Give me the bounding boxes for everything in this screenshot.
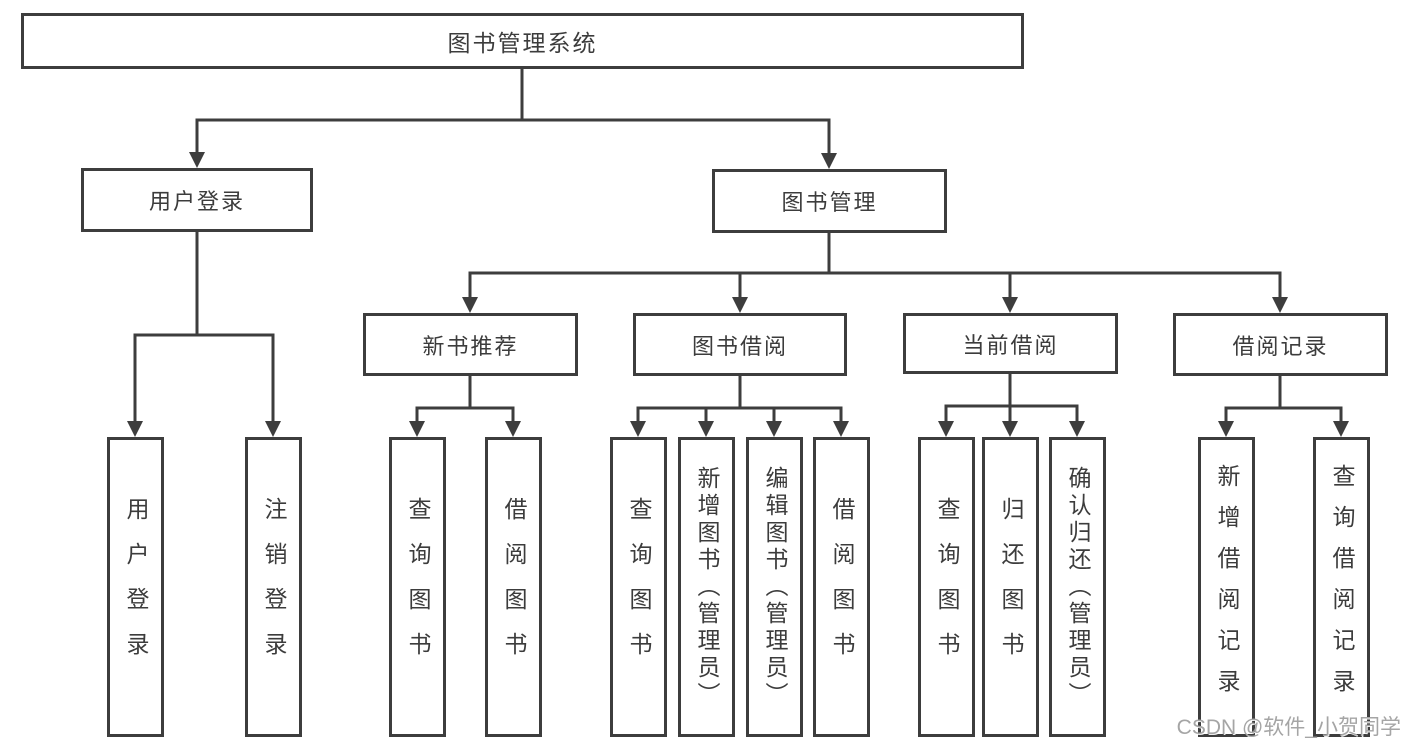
node-label: 借阅图书 — [829, 497, 855, 677]
leaf-borrow-books: 借阅图书 — [813, 437, 870, 737]
node-label: 图书管理系统 — [447, 30, 598, 56]
node-label: 查询图书 — [626, 497, 652, 677]
leaf-user-login: 用户登录 — [107, 437, 164, 737]
node-label: 图书借阅 — [691, 333, 788, 359]
leaf-query-books-recommend: 查询图书 — [389, 437, 446, 737]
node-label: 借阅图书 — [501, 497, 527, 677]
node-label: 编辑图书（管理员） — [762, 465, 788, 709]
node-user-login: 用户登录 — [81, 168, 313, 232]
leaf-add-books-admin: 新增图书（管理员） — [678, 437, 735, 737]
node-label: 新增图书（管理员） — [694, 465, 720, 709]
leaf-query-borrow-record: 查询借阅记录 — [1313, 437, 1370, 737]
node-label: 新增借阅记录 — [1214, 464, 1240, 710]
leaf-confirm-return-admin: 确认归还（管理员） — [1049, 437, 1106, 737]
node-label: 查询借阅记录 — [1329, 464, 1355, 710]
node-label: 注销登录 — [261, 497, 287, 677]
node-label: 用户登录 — [123, 497, 149, 677]
node-label: 用户登录 — [148, 189, 245, 214]
node-current-borrowing: 当前借阅 — [903, 313, 1118, 374]
leaf-edit-books-admin: 编辑图书（管理员） — [746, 437, 803, 737]
node-label: 查询图书 — [934, 497, 960, 677]
node-label: 当前借阅 — [962, 332, 1059, 358]
leaf-borrow-books-recommend: 借阅图书 — [485, 437, 542, 737]
node-book-borrowing: 图书借阅 — [633, 313, 847, 376]
node-book-management: 图书管理 — [712, 169, 947, 233]
leaf-add-borrow-record: 新增借阅记录 — [1198, 437, 1255, 737]
node-borrow-records: 借阅记录 — [1173, 313, 1388, 376]
node-library-system: 图书管理系统 — [21, 13, 1024, 69]
node-label: 借阅记录 — [1232, 333, 1329, 359]
node-new-book-recommend: 新书推荐 — [363, 313, 578, 376]
leaf-return-books: 归还图书 — [982, 437, 1039, 737]
node-label: 确认归还（管理员） — [1065, 465, 1091, 709]
leaf-query-books-borrowing: 查询图书 — [610, 437, 667, 737]
leaf-logout: 注销登录 — [245, 437, 302, 737]
node-label: 图书管理 — [781, 190, 878, 215]
csdn-watermark: CSDN @软件_小贺同学 — [1176, 716, 1401, 739]
leaf-query-books-current: 查询图书 — [918, 437, 975, 737]
node-label: 新书推荐 — [422, 333, 519, 359]
node-label: 查询图书 — [405, 497, 431, 677]
node-label: 归还图书 — [998, 497, 1024, 677]
